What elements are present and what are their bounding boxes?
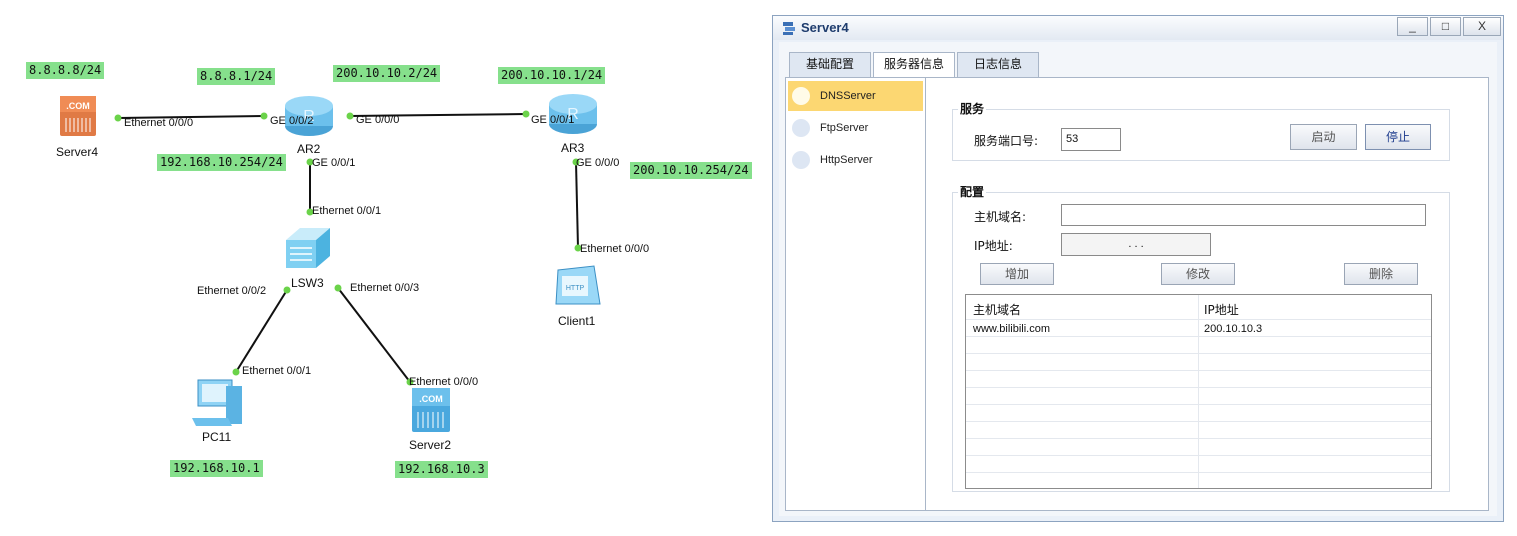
ar3-router-icon[interactable]: R xyxy=(549,94,597,134)
client1-icon[interactable]: HTTP xyxy=(555,265,601,305)
window-title: Server4 xyxy=(801,20,849,35)
service-item-dns[interactable]: DNSServer xyxy=(788,81,923,111)
ip-label: IP地址: xyxy=(974,239,1013,253)
hostname-input[interactable] xyxy=(1061,204,1426,226)
delete-button[interactable]: 删除 xyxy=(1344,263,1418,285)
port-label: Ethernet 0/0/0 xyxy=(580,243,650,255)
modify-button[interactable]: 修改 xyxy=(1161,263,1235,285)
service-list: DNSServer FtpServer HttpServer xyxy=(786,78,926,510)
device-label-lsw3: LSW3 xyxy=(291,276,324,290)
http-label: HTTP xyxy=(566,285,585,292)
port-label: Ethernet 0/0/1 xyxy=(242,365,312,377)
ip-tag-server4: 8.8.8.8/24 xyxy=(26,62,105,79)
ip-tag-server2: 192.168.10.3 xyxy=(395,461,488,478)
column-header-hostname[interactable]: 主机域名 xyxy=(973,303,1022,317)
topology-canvas: .COM R R xyxy=(26,62,752,478)
service-group xyxy=(952,109,1450,161)
service-item-label: DNSServer xyxy=(820,90,876,102)
device-label-ar3: AR3 xyxy=(561,141,585,155)
port-label: Ethernet 0/0/0 xyxy=(124,117,194,129)
service-item-label: HttpServer xyxy=(820,154,873,166)
window-client-area: 基础配置 服务器信息 日志信息 DNSServer FtpServer Http… xyxy=(779,42,1497,516)
port-label: GE 0/0/2 xyxy=(270,115,314,127)
stop-button[interactable]: 停止 xyxy=(1365,124,1431,150)
server-app-icon xyxy=(783,22,795,35)
tab-basic-config[interactable]: 基础配置 xyxy=(789,52,871,77)
tab-log-info[interactable]: 日志信息 xyxy=(957,52,1039,77)
maximize-button[interactable]: □ xyxy=(1430,17,1461,36)
dns-record-table[interactable]: 主机域名 IP地址 www.bilibili.com 200.10.10.3 xyxy=(965,294,1432,489)
column-header-ip[interactable]: IP地址 xyxy=(1204,303,1239,317)
com-label: .COM xyxy=(419,394,443,404)
table-cell-hostname: www.bilibili.com xyxy=(973,323,1051,335)
server2-icon[interactable]: .COM xyxy=(412,388,450,432)
topology-links: .COM R R xyxy=(60,94,601,432)
lsw3-switch-icon[interactable] xyxy=(286,228,330,268)
device-label-server2: Server2 xyxy=(409,438,452,452)
minimize-button[interactable]: _ xyxy=(1397,17,1428,36)
device-label-server4: Server4 xyxy=(56,145,99,159)
ar2-router-icon[interactable]: R xyxy=(285,96,333,136)
pc11-icon[interactable] xyxy=(192,379,242,426)
service-group-title: 服务 xyxy=(958,100,987,117)
add-button[interactable]: 增加 xyxy=(980,263,1054,285)
server4-icon[interactable]: .COM xyxy=(60,96,96,136)
link-server4-ar2 xyxy=(117,115,265,119)
port-label: GE 0/0/0 xyxy=(576,157,620,169)
service-status-icon xyxy=(792,151,810,169)
ip-tag-ar2-right: 200.10.10.2/24 xyxy=(333,65,441,82)
title-bar[interactable]: Server4 _ □ X xyxy=(773,16,1503,40)
port-label: Ethernet 0/0/3 xyxy=(350,282,420,294)
port-label: Ethernet 0/0/0 xyxy=(409,376,479,388)
port-input[interactable]: 53 xyxy=(1061,128,1121,151)
ip-tag-ar3-left: 200.10.10.1/24 xyxy=(498,67,606,84)
port-label: Ethernet 0/0/1 xyxy=(312,205,382,217)
device-label-ar2: AR2 xyxy=(297,142,321,156)
device-label-pc11: PC11 xyxy=(202,430,232,444)
link-lsw3-pc11 xyxy=(235,289,288,373)
close-button[interactable]: X xyxy=(1463,17,1501,36)
service-status-icon xyxy=(792,119,810,137)
port-label: Ethernet 0/0/2 xyxy=(197,285,267,297)
tab-panel: DNSServer FtpServer HttpServer 服务 服务端口号:… xyxy=(785,77,1489,511)
service-item-http[interactable]: HttpServer xyxy=(788,145,923,175)
service-item-label: FtpServer xyxy=(820,122,869,134)
svg-text:R: R xyxy=(303,108,315,125)
link-lsw3-server2 xyxy=(337,287,411,383)
link-ar3-client1 xyxy=(575,161,579,249)
port-label: GE 0/0/0 xyxy=(356,114,400,126)
link-ar2-ar3 xyxy=(349,113,527,117)
config-group xyxy=(952,192,1450,492)
ip-tag-pc11: 192.168.10.1 xyxy=(170,460,263,477)
config-group-title: 配置 xyxy=(958,183,987,200)
ip-tag-ar3-bottom: 200.10.10.254/24 xyxy=(630,162,752,179)
service-status-icon xyxy=(792,87,810,105)
table-cell-ip: 200.10.10.3 xyxy=(1204,323,1263,335)
hostname-label: 主机域名: xyxy=(974,210,1027,224)
service-item-ftp[interactable]: FtpServer xyxy=(788,113,923,143)
port-label: GE 0/0/1 xyxy=(531,114,575,126)
port-label: GE 0/0/1 xyxy=(312,157,356,169)
com-label: .COM xyxy=(66,101,90,111)
server4-config-window: Server4 _ □ X 基础配置 服务器信息 日志信息 DNSServer … xyxy=(772,15,1504,522)
start-button[interactable]: 启动 xyxy=(1290,124,1357,150)
port-label: 服务端口号: xyxy=(974,134,1039,148)
tab-server-info[interactable]: 服务器信息 xyxy=(873,52,955,78)
ip-address-input[interactable]: . . . xyxy=(1061,233,1211,256)
device-label-client1: Client1 xyxy=(558,314,596,328)
ip-tag-ar2-left: 8.8.8.1/24 xyxy=(197,68,276,85)
svg-text:R: R xyxy=(567,106,579,123)
ip-tag-ar2-bottom: 192.168.10.254/24 xyxy=(157,154,286,171)
